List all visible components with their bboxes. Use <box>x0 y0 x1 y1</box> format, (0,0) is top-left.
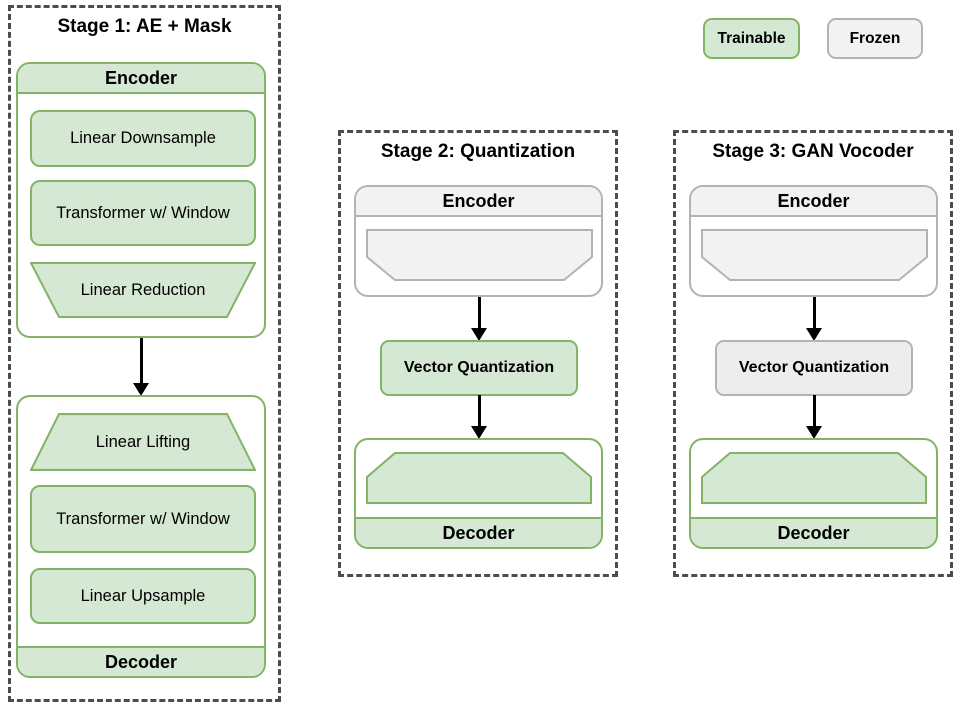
stage3-encoder-body-shape <box>701 229 928 281</box>
hexagon-up-shape <box>701 452 927 504</box>
legend-frozen: Frozen <box>827 18 923 59</box>
arrow-down-icon <box>470 297 488 341</box>
stage2-panel: Stage 2: Quantization Encoder Vector Qua… <box>338 130 618 577</box>
hexagon-up-shape <box>366 452 592 504</box>
stage1-decoder-container: Linear Lifting Transformer w/ Window Lin… <box>16 395 266 678</box>
legend-trainable-label: Trainable <box>717 29 786 47</box>
stage1-decoder-footer: Decoder <box>18 646 264 676</box>
block-transformer-window-encoder: Transformer w/ Window <box>30 180 256 246</box>
arrow-down-icon <box>805 297 823 341</box>
stage1-title: Stage 1: AE + Mask <box>57 16 232 37</box>
block-transformer-window-decoder: Transformer w/ Window <box>30 485 256 553</box>
stage3-decoder-footer: Decoder <box>691 517 936 547</box>
stage3-panel: Stage 3: GAN Vocoder Encoder Vector Quan… <box>673 130 953 577</box>
stage3-decoder-body-shape <box>701 452 927 504</box>
legend-frozen-label: Frozen <box>849 29 901 47</box>
stage2-encoder-body-shape <box>366 229 593 281</box>
stage2-encoder-header: Encoder <box>356 187 601 217</box>
trapezoid-up-shape <box>30 413 256 471</box>
block-linear-upsample: Linear Upsample <box>30 568 256 624</box>
stage1-encoder-header: Encoder <box>18 64 264 94</box>
legend-trainable: Trainable <box>703 18 800 59</box>
block-linear-lifting: Linear Lifting <box>30 413 256 471</box>
stage1-encoder-container: Encoder Linear Downsample Transformer w/… <box>16 62 266 338</box>
stage3-decoder-container: Decoder <box>689 438 938 549</box>
trapezoid-down-shape <box>30 262 256 318</box>
stage2-decoder-container: Decoder <box>354 438 603 549</box>
hexagon-down-shape <box>366 229 593 281</box>
hexagon-down-shape <box>701 229 928 281</box>
arrow-down-icon <box>470 395 488 439</box>
stage2-title: Stage 2: Quantization <box>380 141 576 162</box>
stage2-decoder-footer: Decoder <box>356 517 601 547</box>
arrow-down-icon <box>132 338 150 396</box>
arrow-down-icon <box>805 395 823 439</box>
stage1-panel: Stage 1: AE + Mask Encoder Linear Downsa… <box>8 5 281 702</box>
stage3-encoder-header: Encoder <box>691 187 936 217</box>
stage3-title: Stage 3: GAN Vocoder <box>712 141 914 162</box>
stage2-vector-quantization: Vector Quantization <box>380 340 578 396</box>
stage3-vector-quantization: Vector Quantization <box>715 340 913 396</box>
stage2-decoder-body-shape <box>366 452 592 504</box>
stage3-encoder-container: Encoder <box>689 185 938 297</box>
block-linear-reduction: Linear Reduction <box>30 262 256 318</box>
stage2-encoder-container: Encoder <box>354 185 603 297</box>
block-linear-downsample: Linear Downsample <box>30 110 256 167</box>
